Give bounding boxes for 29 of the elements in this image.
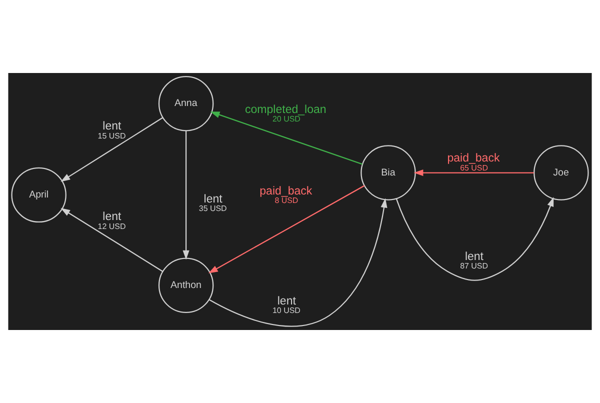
node-circle: Bia bbox=[360, 145, 416, 200]
arrow bbox=[208, 185, 365, 274]
edge-label: 10 USD bbox=[272, 306, 300, 316]
arrow bbox=[396, 196, 554, 281]
edge-label: lent bbox=[102, 120, 122, 133]
arrow bbox=[60, 208, 164, 272]
edge-label: 12 USD bbox=[98, 222, 126, 231]
edge-label: paid_back bbox=[447, 152, 500, 165]
arrow bbox=[182, 130, 190, 260]
edge-label: lent bbox=[464, 251, 484, 264]
arrow bbox=[208, 198, 388, 327]
edge-label: 65 USD bbox=[460, 163, 488, 172]
edge-label: 87 USD bbox=[460, 262, 488, 271]
node-circle: April bbox=[11, 167, 66, 223]
edge-label: 8 USD bbox=[274, 196, 298, 206]
edge-label: paid_back bbox=[260, 185, 312, 198]
edge-label: 20 USD bbox=[272, 114, 300, 124]
edge-label: 35 USD bbox=[198, 204, 227, 214]
edge-label: lent bbox=[204, 193, 222, 206]
edge-label: completed_loan bbox=[245, 104, 326, 116]
arrow bbox=[60, 117, 164, 182]
edge-label: lent bbox=[277, 295, 296, 308]
edge-label: 15 USD bbox=[98, 131, 126, 140]
node-circle: Joe bbox=[534, 145, 589, 200]
arrow bbox=[210, 112, 363, 165]
edge-label: lent bbox=[102, 211, 122, 224]
node-circle: Anna bbox=[158, 76, 214, 132]
node-circle: Anthon bbox=[158, 258, 214, 314]
arrow bbox=[414, 169, 534, 176]
